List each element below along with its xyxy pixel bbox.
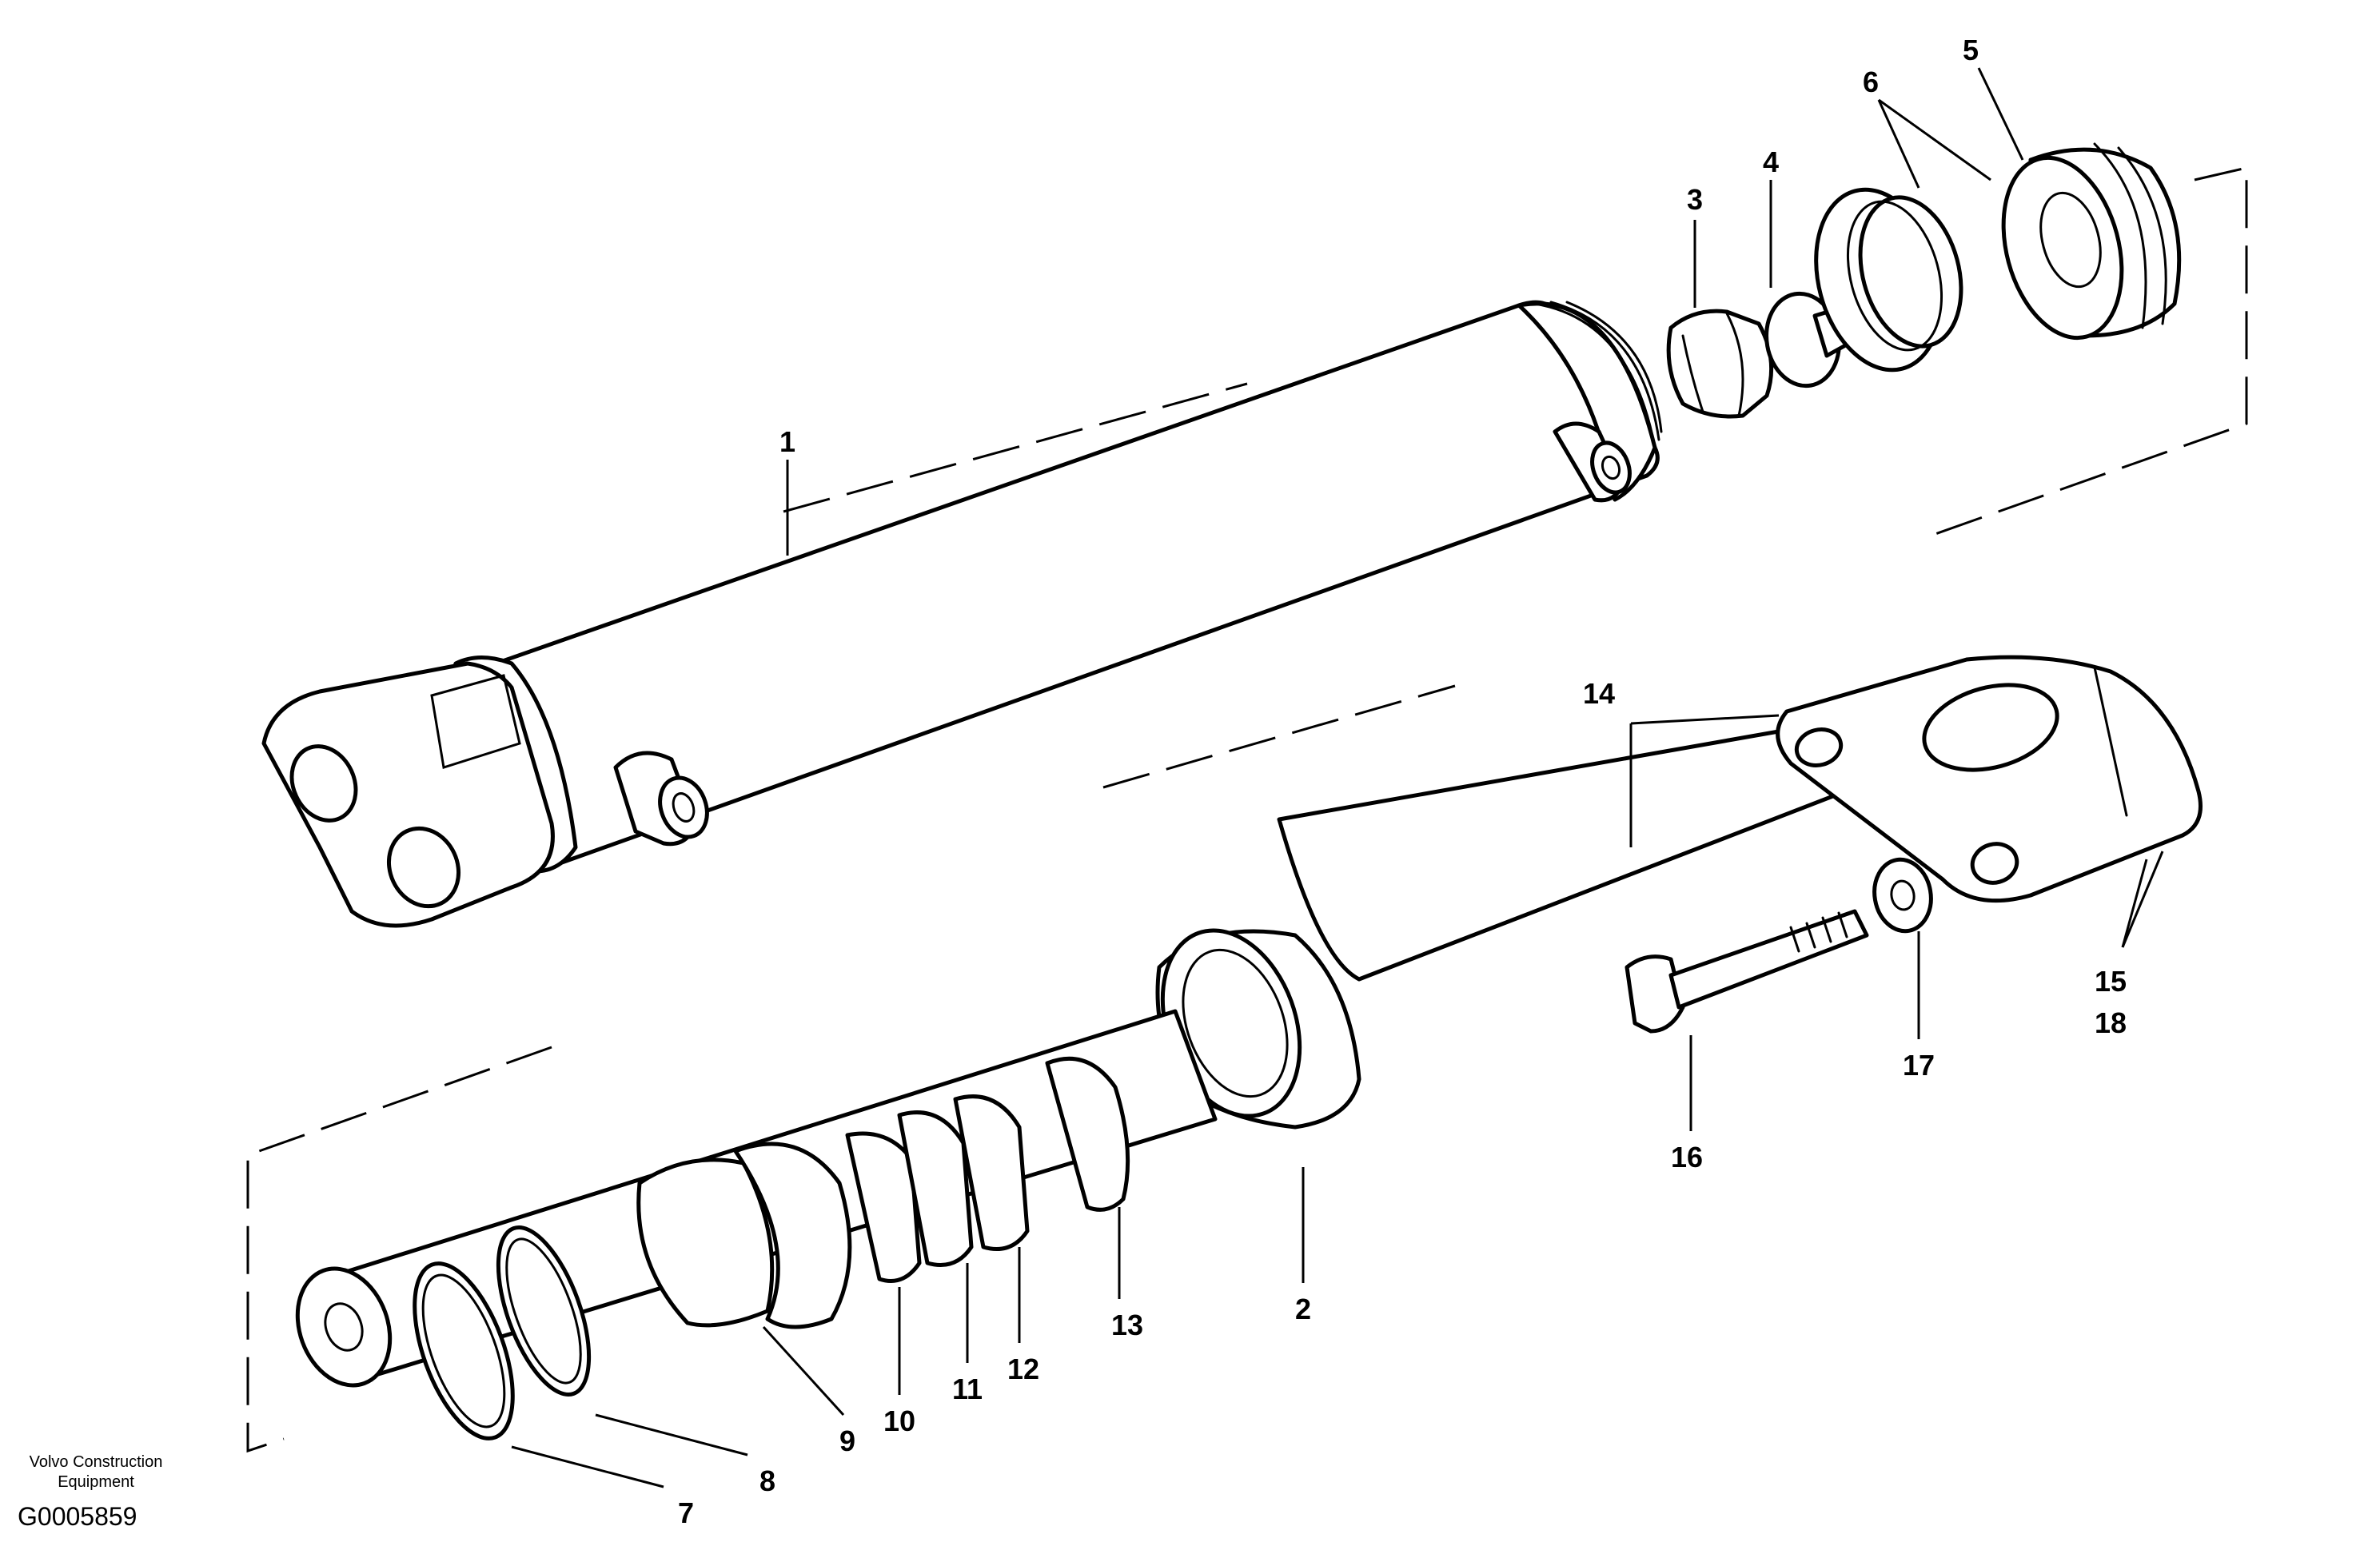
callout-15: 15 <box>2095 965 2127 998</box>
callout-16: 16 <box>1671 1141 1703 1173</box>
piston-head-and-seals <box>1814 142 2182 373</box>
callout-17: 17 <box>1903 1049 1935 1082</box>
credit-block: Volvo Construction Equipment G0005859 <box>18 1453 162 1531</box>
rod-and-seal-stack <box>295 1009 1218 1440</box>
callout-14: 14 <box>1583 677 1615 710</box>
callout-9: 9 <box>839 1425 855 1457</box>
callout-12: 12 <box>1007 1353 1039 1385</box>
plug-and-washer <box>1666 291 1865 419</box>
callout-labels: 1 3 4 6 5 14 15 18 17 16 2 13 12 11 10 9… <box>678 34 2127 1529</box>
drawing-code: G0005859 <box>18 1502 137 1531</box>
callout-7: 7 <box>678 1496 694 1529</box>
piston-rod <box>1277 655 2203 982</box>
bolt-and-washer <box>1625 857 1933 1034</box>
callout-13: 13 <box>1111 1309 1143 1341</box>
callout-8: 8 <box>759 1464 775 1497</box>
callout-4: 4 <box>1763 145 1779 178</box>
credit-line-1: Volvo Construction <box>30 1453 163 1471</box>
callout-18: 18 <box>2095 1006 2127 1039</box>
cylinder-tube <box>261 300 1663 928</box>
leader-lines <box>511 67 2164 1488</box>
callout-2: 2 <box>1295 1293 1311 1325</box>
callout-10: 10 <box>883 1405 915 1437</box>
callout-5: 5 <box>1963 34 1979 66</box>
callout-11: 11 <box>952 1373 983 1405</box>
callout-3: 3 <box>1687 183 1703 216</box>
callout-6: 6 <box>1863 66 1879 98</box>
credit-line-2: Equipment <box>58 1473 134 1491</box>
callout-1: 1 <box>779 425 795 458</box>
